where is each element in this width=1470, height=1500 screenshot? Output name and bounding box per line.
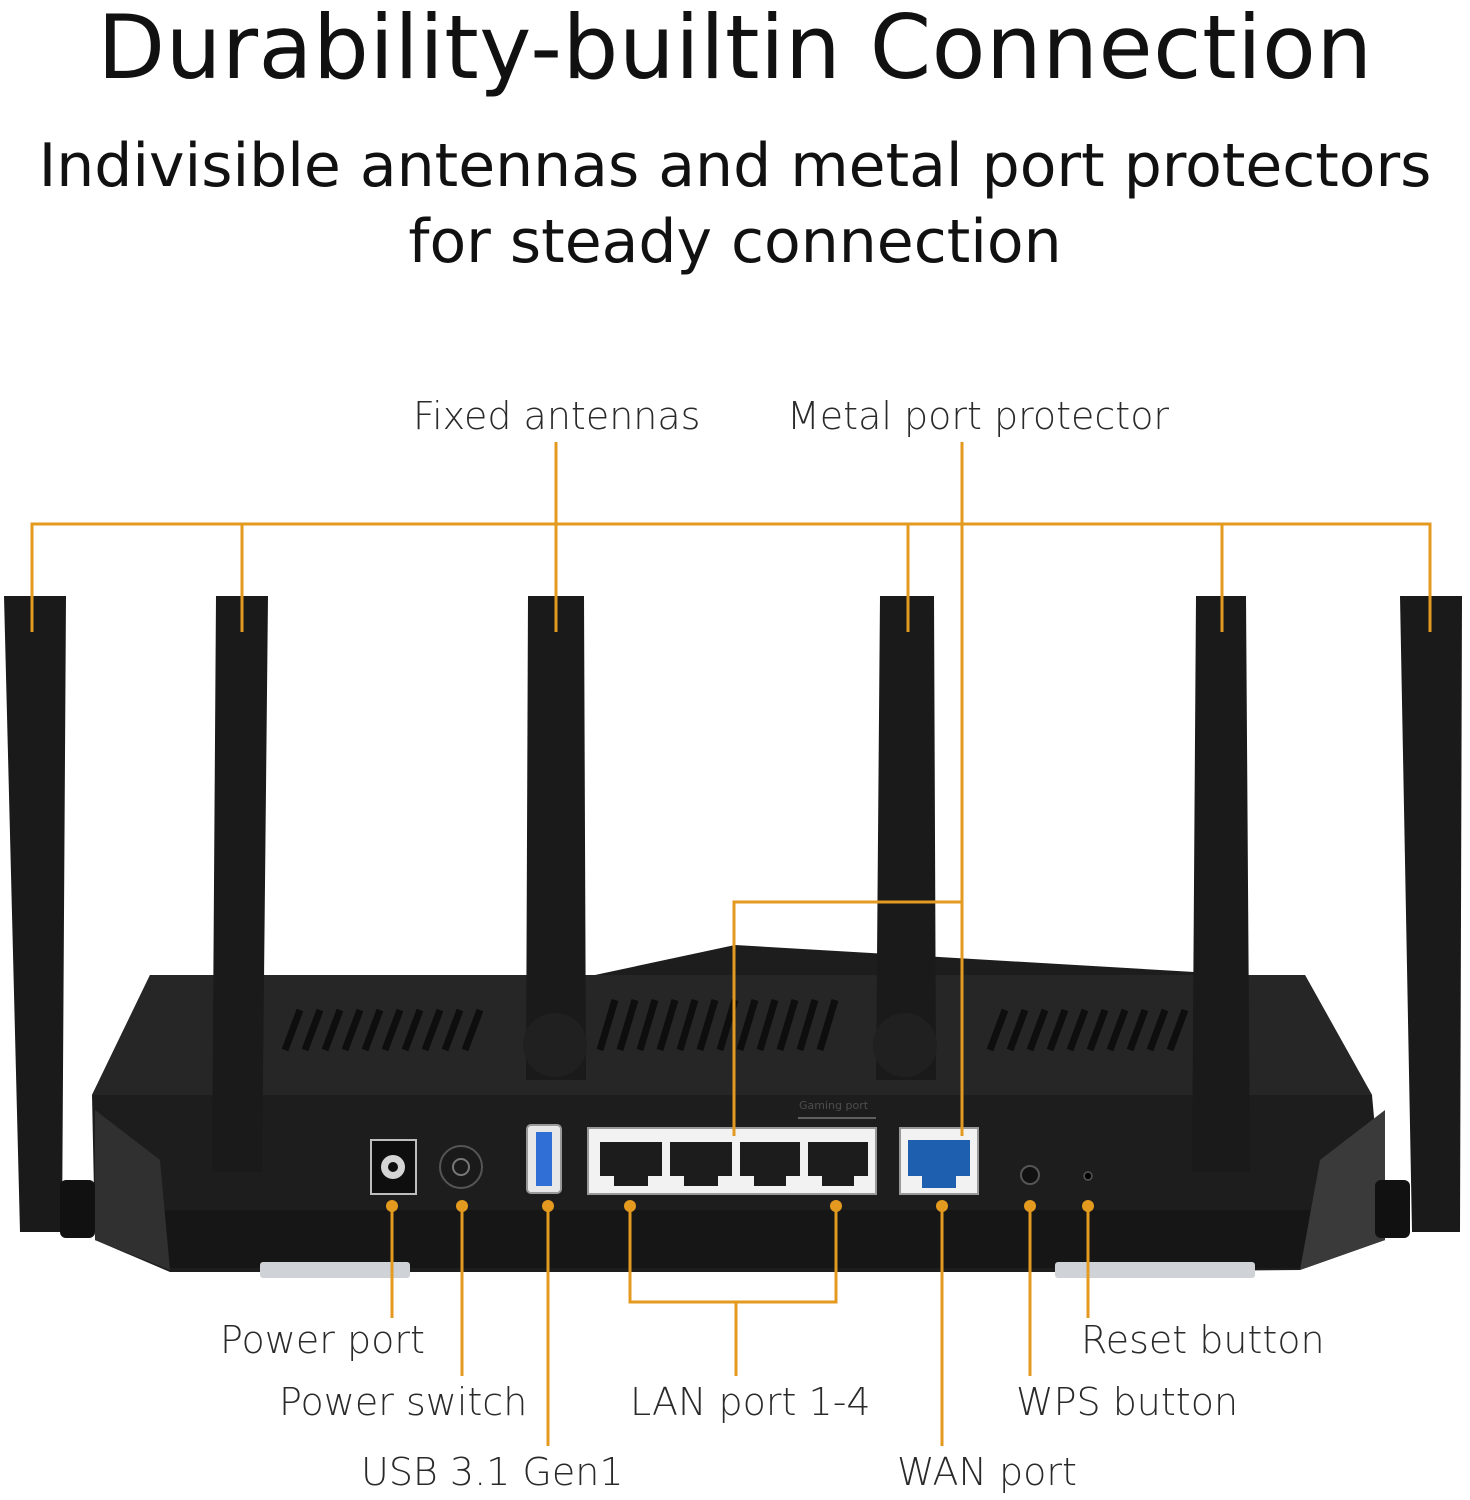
antenna-3: [526, 596, 586, 1080]
callout-power-switch: Power switch: [279, 1380, 528, 1424]
callout-wan-port: WAN port: [897, 1450, 1077, 1494]
subtitle-line-2: for steady connection: [408, 207, 1062, 277]
antenna-2: [212, 596, 268, 1172]
callout-lines: [30, 442, 1432, 1446]
rear-ports: [370, 1117, 1093, 1195]
callout-usb: USB 3.1 Gen1: [361, 1450, 624, 1494]
antenna-5: [1192, 596, 1250, 1172]
callout-power-port: Power port: [220, 1318, 425, 1362]
router-body: [92, 945, 1385, 1278]
callout-metal-port-protector: Metal port protector: [787, 394, 1170, 438]
power-switch-icon: [439, 1145, 483, 1189]
page-subtitle: Indivisible antennas and metal port prot…: [0, 128, 1470, 280]
subtitle-line-1: Indivisible antennas and metal port prot…: [38, 131, 1432, 201]
antenna-4: [876, 596, 936, 1080]
reset-button-icon: [1083, 1171, 1093, 1181]
page-title: Durability-builtin Connection: [97, 0, 1373, 99]
callout-reset-button: Reset button: [1081, 1318, 1325, 1362]
callout-lan-ports: LAN port 1-4: [630, 1380, 871, 1424]
callout-wps-button: WPS button: [1016, 1380, 1239, 1424]
wps-button-icon: [1020, 1165, 1040, 1185]
vent-slots: [281, 998, 1189, 1052]
antennas: [4, 596, 1462, 1238]
antenna-6: [1400, 596, 1462, 1232]
callout-fixed-antennas: Fixed antennas: [413, 394, 701, 438]
callout-dots: [386, 1200, 1094, 1212]
gaming-port-label: Gaming port: [799, 1099, 869, 1112]
antenna-1: [4, 596, 66, 1232]
